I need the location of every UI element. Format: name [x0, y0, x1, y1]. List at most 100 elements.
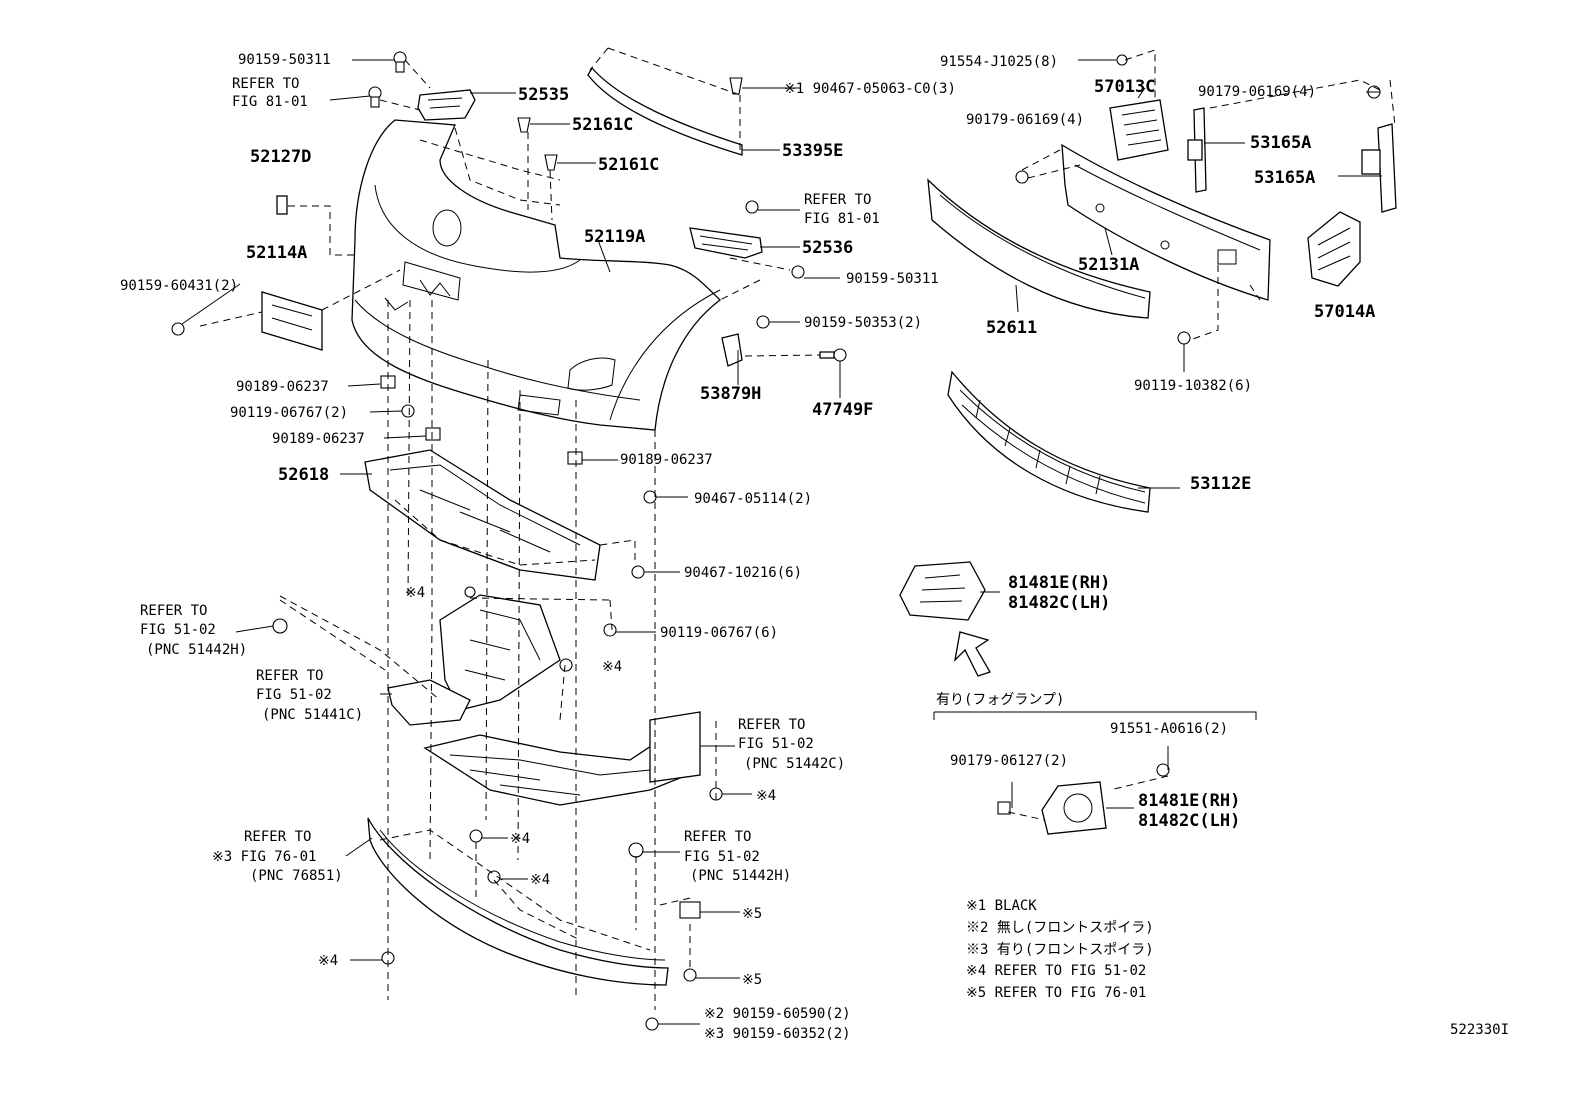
label-ref4-a: ※4 [405, 585, 425, 601]
label-90467-10216: 90467-10216(6) [684, 565, 802, 581]
label-90189-06237-a: 90189-06237 [236, 379, 329, 395]
label-57014a: 57014A [1314, 302, 1375, 322]
fasteners [171, 51, 1381, 1031]
label-90159-50311-mid: 90159-50311 [846, 271, 939, 287]
label-90159-60431: 90159-60431(2) [120, 278, 238, 294]
label-refer-51442c-c: (PNC 51442C) [744, 756, 845, 772]
label-91554-j1025: 91554-J1025(8) [940, 54, 1058, 70]
undercover-center [439, 594, 561, 711]
label-refer-76851-c: (PNC 76851) [250, 868, 343, 884]
label-53165a-b: 53165A [1254, 168, 1315, 188]
label-53395e: 53395E [782, 141, 843, 161]
label-refer-51442h-a: REFER TO [140, 603, 207, 619]
label-90159-60352: ※3 90159-60352(2) [704, 1026, 851, 1042]
fog-bezel-lower [1041, 781, 1107, 835]
footnotes: ※1 BLACK ※2 無し(フロントスポイラ) ※3 有り(フロントスポイラ)… [966, 898, 1154, 1001]
label-91551-a0616: 91551-A0616(2) [1110, 721, 1228, 737]
label-90179-06169-right: 90179-06169(4) [1198, 84, 1316, 100]
label-90179-06127: 90179-06127(2) [950, 753, 1068, 769]
label-52114a: 52114A [246, 243, 307, 263]
label-90159-60590: ※2 90159-60590(2) [704, 1006, 851, 1022]
leader-lines [181, 59, 1382, 1025]
label-53165a-a: 53165A [1250, 133, 1311, 153]
label-52618: 52618 [278, 465, 329, 485]
label-refer-51441c-a: REFER TO [256, 668, 323, 684]
label-refer-51442h-e: FIG 51-02 [684, 849, 760, 865]
label-ref4-f: ※4 [318, 953, 338, 969]
label-ref5-a: ※5 [742, 906, 762, 922]
label-refer-81-01-d: FIG 81-01 [804, 211, 880, 227]
label-52611: 52611 [986, 318, 1037, 338]
label-90179-06169-left: 90179-06169(4) [966, 112, 1084, 128]
label-ref5-b: ※5 [742, 972, 762, 988]
plate-bracket-52114a [261, 291, 323, 351]
footnote-5: ※5 REFER TO FIG 76-01 [966, 985, 1146, 1001]
part-52127d [276, 195, 288, 215]
bracket-52535 [417, 89, 476, 121]
footnote-3: ※3 有り(フロントスポイラ) [966, 942, 1154, 958]
undercover-51441c [387, 679, 471, 726]
label-ref4-c: ※4 [756, 788, 776, 804]
label-refer-51442h-c: (PNC 51442H) [146, 642, 247, 658]
label-52536: 52536 [802, 238, 853, 258]
label-refer-51442c-a: REFER TO [738, 717, 805, 733]
footnote-4: ※4 REFER TO FIG 51-02 [966, 963, 1146, 979]
footnote-1: ※1 BLACK [966, 898, 1037, 914]
label-90189-06237-b: 90189-06237 [272, 431, 365, 447]
label-refer-81-01-c: REFER TO [804, 192, 871, 208]
label-47749f: 47749F [812, 400, 873, 420]
label-refer-51442c-b: FIG 51-02 [738, 736, 814, 752]
label-refer-51441c-b: FIG 51-02 [256, 687, 332, 703]
view-arrow [953, 631, 991, 677]
label-90159-50353: 90159-50353(2) [804, 315, 922, 331]
label-refer-76851-b: ※3 FIG 76-01 [212, 849, 316, 865]
label-52161c-a: 52161C [572, 115, 633, 135]
label-81482c-upper: 81482C(LH) [1008, 593, 1110, 613]
grille-53112e [947, 370, 1151, 513]
label-refer-81-01-a: REFER TO [232, 76, 299, 92]
label-52535: 52535 [518, 85, 569, 105]
bracket-57014a [1307, 211, 1361, 287]
bracket-51442c [649, 711, 701, 783]
label-refer-76851-a: REFER TO [244, 829, 311, 845]
label-52161c-b: 52161C [598, 155, 659, 175]
label-ref4-b: ※4 [602, 659, 622, 675]
label-refer-51442h-d: REFER TO [684, 829, 751, 845]
label-fog-lamp-heading: 有り(フォグランプ) [936, 692, 1064, 708]
footnote-2: ※2 無し(フロントスポイラ) [966, 920, 1154, 936]
label-90467-05114: 90467-05114(2) [694, 491, 812, 507]
label-53112e: 53112E [1190, 474, 1251, 494]
reinforcement-52131a [1061, 143, 1271, 301]
label-ref4-e: ※4 [530, 872, 550, 888]
bracket-53879h [721, 333, 743, 367]
label-refer-51442h-b: FIG 51-02 [140, 622, 216, 638]
lip-spoiler-76851 [367, 817, 669, 986]
label-53879h: 53879H [700, 384, 761, 404]
bracket-57013c [1109, 99, 1169, 161]
label-ref4-d: ※4 [510, 831, 530, 847]
diagram-code: 522330I [1450, 1022, 1509, 1038]
bracket-53165a-right [1361, 123, 1397, 213]
label-81481e-lower: 81481E(RH) [1138, 791, 1240, 811]
label-52119a: 52119A [584, 227, 645, 247]
label-90119-06767-6: 90119-06767(6) [660, 625, 778, 641]
bumper-cover-52119a [351, 119, 721, 431]
label-81481e-upper: 81481E(RH) [1008, 573, 1110, 593]
label-refer-51441c-c: (PNC 51441C) [262, 707, 363, 723]
molding-53395e [587, 66, 743, 156]
fog-bezel-upper [899, 561, 986, 621]
clip-47749f [819, 348, 847, 362]
label-90159-50311-top: 90159-50311 [238, 52, 331, 68]
bracket-52536 [689, 227, 763, 259]
label-52127d: 52127D [250, 147, 311, 167]
bracket-53165a-left [1187, 107, 1207, 193]
label-90467-05063: ※1 90467-05063-C0(3) [784, 81, 956, 97]
label-90119-06767-2: 90119-06767(2) [230, 405, 348, 421]
label-81482c-lower: 81482C(LH) [1138, 811, 1240, 831]
label-57013c: 57013C [1094, 77, 1155, 97]
label-90119-10382: 90119-10382(6) [1134, 378, 1252, 394]
engine-undercover [423, 720, 701, 806]
undercover-52618 [364, 449, 601, 581]
label-52131a: 52131A [1078, 255, 1139, 275]
